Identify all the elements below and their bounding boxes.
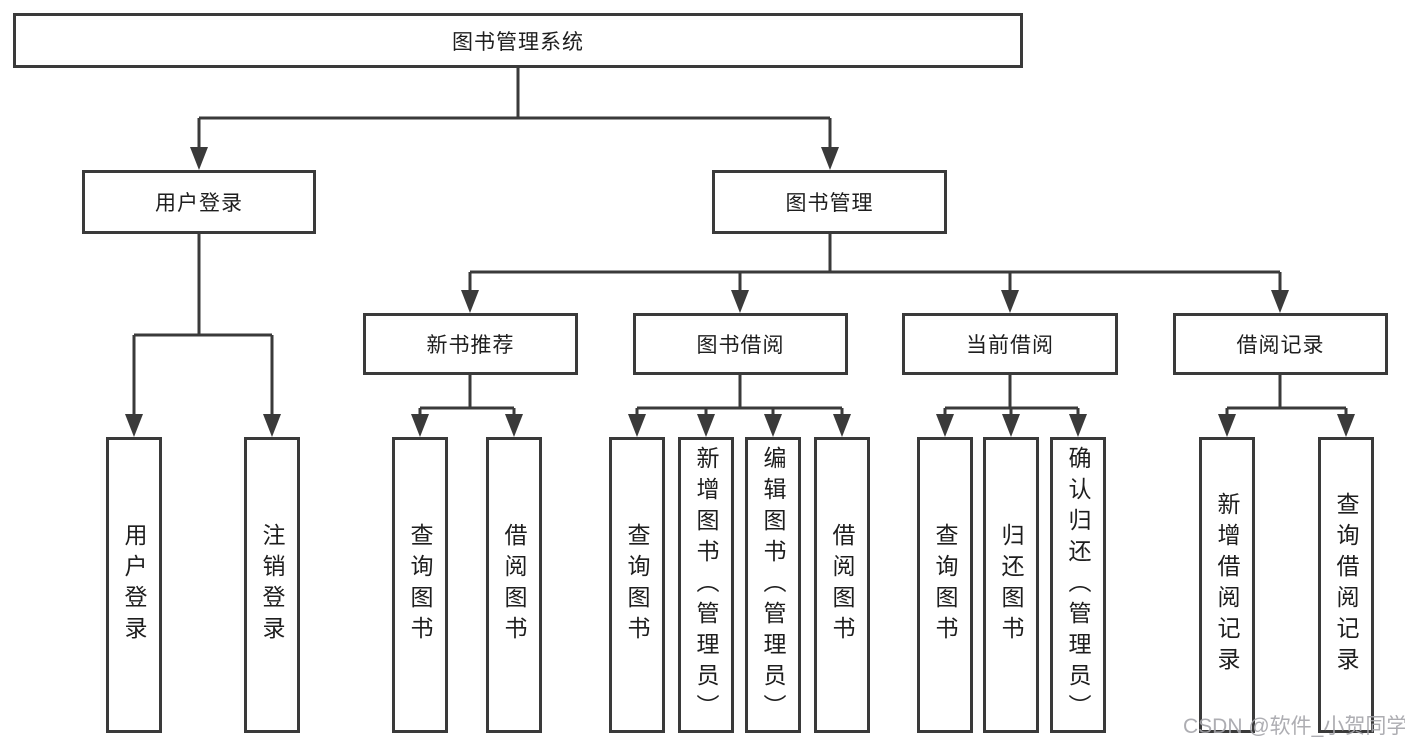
arrowhead-icon <box>731 290 749 313</box>
leaf-add-book-admin: 新增图书（管理员） <box>678 437 734 733</box>
leaf-user-login-label: 用户登录 <box>121 523 147 647</box>
node-book-borrow: 图书借阅 <box>633 313 848 375</box>
node-book-borrow-label: 图书借阅 <box>696 334 785 357</box>
node-borrow-record: 借阅记录 <box>1173 313 1388 375</box>
arrowhead-icon <box>190 147 208 170</box>
leaf-logout: 注销登录 <box>244 437 300 733</box>
connector-new-book-children <box>418 375 516 422</box>
connector-root-to-level2 <box>197 68 832 155</box>
leaf-edit-book-admin: 编辑图书（管理员） <box>745 437 801 733</box>
arrowhead-icon <box>1001 290 1019 313</box>
connector-user-login-children <box>132 234 274 422</box>
leaf-query-borrow-record-label: 查询借阅记录 <box>1333 492 1359 678</box>
node-root: 图书管理系统 <box>13 13 1023 68</box>
leaf-add-borrow-record: 新增借阅记录 <box>1199 437 1255 733</box>
node-new-book-recommend-label: 新书推荐 <box>426 334 515 357</box>
leaf-return-books-label: 归还图书 <box>998 523 1024 647</box>
node-borrow-record-label: 借阅记录 <box>1236 334 1325 357</box>
arrowhead-icon <box>764 414 782 437</box>
arrowhead-icon <box>833 414 851 437</box>
leaf-user-login: 用户登录 <box>106 437 162 733</box>
arrowhead-icon <box>505 414 523 437</box>
leaf-new-book-query: 查询图书 <box>392 437 448 733</box>
arrowhead-icon <box>936 414 954 437</box>
connector-book-borrow-children <box>635 375 844 422</box>
arrowhead-icon <box>697 414 715 437</box>
leaf-borrow-query-books: 查询图书 <box>609 437 665 733</box>
leaf-query-borrow-record: 查询借阅记录 <box>1318 437 1374 733</box>
arrowhead-icon <box>125 414 143 437</box>
leaf-confirm-return-admin: 确认归还（管理员） <box>1050 437 1106 733</box>
leaf-current-query-books-label: 查询图书 <box>932 523 958 647</box>
arrowhead-icon <box>1069 414 1087 437</box>
node-current-borrow-label: 当前借阅 <box>966 334 1054 357</box>
leaf-confirm-return-admin-label: 确认归还（管理员） <box>1065 445 1091 725</box>
node-book-management-label: 图书管理 <box>785 192 874 215</box>
arrowhead-icon <box>1002 414 1020 437</box>
arrowhead-icon <box>821 147 839 170</box>
arrowhead-icon <box>1218 414 1236 437</box>
csdn-watermark: CSDN @软件_小贺同学 <box>1183 715 1405 738</box>
node-user-login-label: 用户登录 <box>155 192 243 215</box>
arrowhead-icon <box>263 414 281 437</box>
connector-book-management-children <box>468 234 1282 298</box>
connector-borrow-record-children <box>1225 375 1348 422</box>
leaf-current-query-books: 查询图书 <box>917 437 973 733</box>
leaf-return-books: 归还图书 <box>983 437 1039 733</box>
connector-lines <box>132 68 1348 422</box>
leaf-borrow-query-books-label: 查询图书 <box>624 523 650 647</box>
arrowhead-icon <box>411 414 429 437</box>
arrowhead-icon <box>628 414 646 437</box>
leaf-new-book-query-label: 查询图书 <box>407 523 433 647</box>
arrowhead-icon <box>1337 414 1355 437</box>
arrowheads <box>125 147 1355 437</box>
leaf-new-book-borrow-label: 借阅图书 <box>501 523 527 647</box>
leaf-borrow-books: 借阅图书 <box>814 437 870 733</box>
leaf-borrow-books-label: 借阅图书 <box>829 523 855 647</box>
node-user-login: 用户登录 <box>82 170 316 234</box>
node-book-management: 图书管理 <box>712 170 947 234</box>
leaf-edit-book-admin-label: 编辑图书（管理员） <box>760 445 786 725</box>
arrowhead-icon <box>1271 290 1289 313</box>
leaf-add-borrow-record-label: 新增借阅记录 <box>1214 492 1240 678</box>
node-new-book-recommend: 新书推荐 <box>363 313 578 375</box>
node-root-label: 图书管理系统 <box>452 30 584 54</box>
node-current-borrow: 当前借阅 <box>902 313 1118 375</box>
arrowhead-icon <box>461 290 479 313</box>
leaf-new-book-borrow: 借阅图书 <box>486 437 542 733</box>
leaf-add-book-admin-label: 新增图书（管理员） <box>693 445 719 725</box>
leaf-logout-label: 注销登录 <box>259 523 285 647</box>
